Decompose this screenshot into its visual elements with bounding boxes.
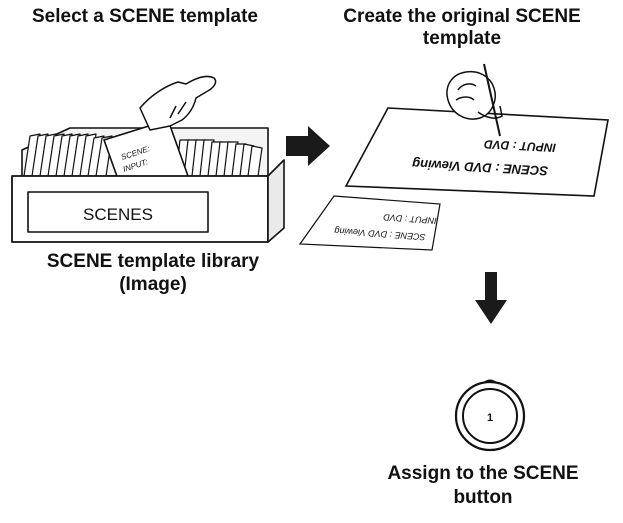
large-template-input: INPUT : DVD [483,137,556,155]
large-template-card [344,107,609,197]
scene-button-number: 1 [487,412,493,424]
assign-caption: Assign to the SCENE button [348,462,618,510]
heading-select-template: Select a SCENE template [32,6,258,27]
small-template-input: INPUT : DVD [382,212,437,226]
library-caption-line1: SCENE template library [46,251,260,272]
small-template-card [298,195,441,251]
library-caption: SCENE template library (Image) [18,250,288,296]
library-caption-line2: (Image) [119,274,187,295]
writing-hand-icon [446,63,503,137]
scene-button-1[interactable]: 1 [454,379,526,452]
assign-caption-line2: button [453,487,513,508]
down-arrow-icon [475,272,507,324]
heading-create-line1: Create the original SCENE [343,6,581,27]
library-box-label: SCENES [83,205,153,224]
large-template-scene: SCENE : DVD Viewing [412,156,549,178]
right-arrow-icon [286,126,330,166]
template-dividers [23,133,263,177]
original-template-illustration: SCENE : DVD Viewing INPUT : DVD [344,63,609,197]
assign-caption-line1: Assign to the SCENE [387,463,579,484]
heading-create-template: Create the original SCENE template [312,6,612,50]
heading-create-line2: template [422,28,502,49]
hand-icon [139,75,217,131]
template-library-illustration: SCENE: INPUT: SCENES [11,75,285,243]
small-template-illustration: SCENE : DVD Viewing INPUT : DVD [298,195,441,251]
